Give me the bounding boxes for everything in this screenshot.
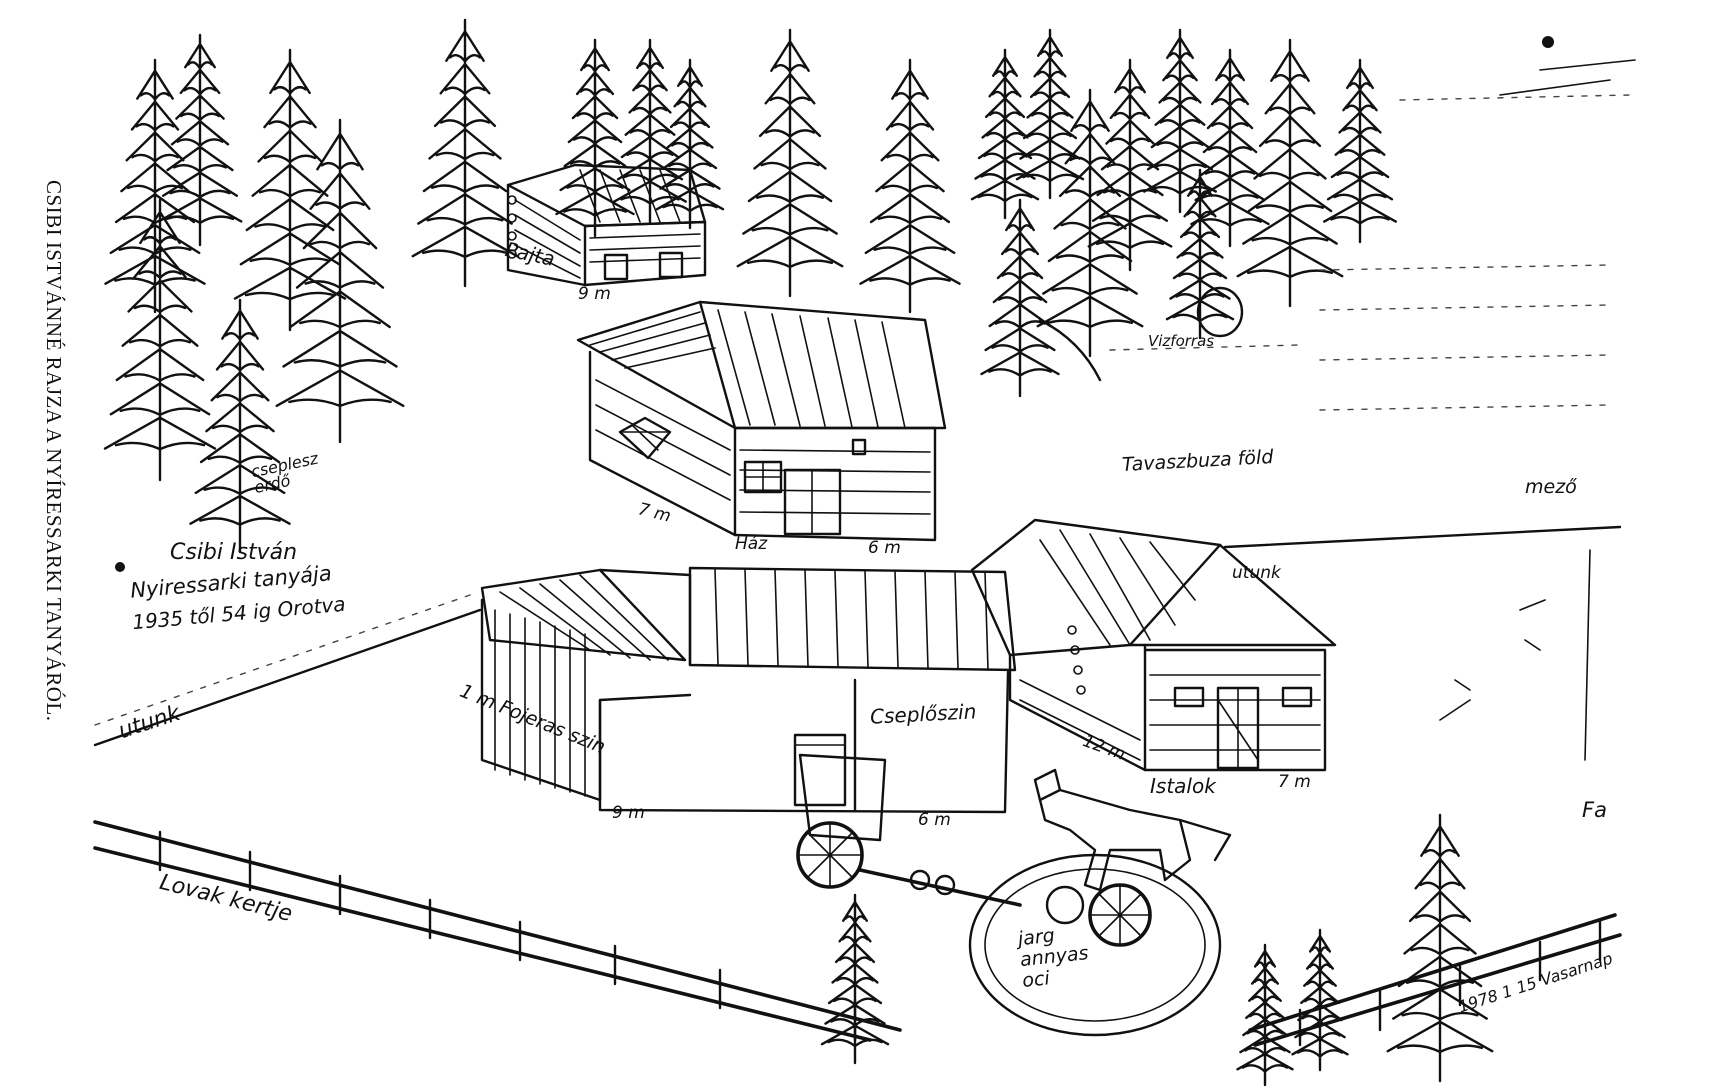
paths-fields bbox=[93, 36, 1636, 761]
label-vizforras: Vizforras bbox=[1148, 332, 1215, 350]
tree-2 bbox=[157, 33, 243, 247]
label-haz-dim-right: 6 m bbox=[868, 538, 901, 558]
label-istalo-dim-right: 7 m bbox=[1278, 772, 1311, 792]
tree-24 bbox=[820, 893, 890, 1065]
tree-5 bbox=[103, 198, 217, 482]
tree-8 bbox=[555, 38, 635, 238]
tree-22 bbox=[1165, 168, 1235, 340]
label-csibi-istvan: Csibi István bbox=[170, 540, 298, 565]
side-caption: CSIBI ISTVÁNNÉ RAJZA A NYÍRESSARKI TANYÁ… bbox=[42, 180, 66, 722]
label-istalok: Istalok bbox=[1150, 774, 1216, 798]
tree-14 bbox=[1015, 28, 1085, 200]
tree-20 bbox=[1323, 58, 1397, 244]
haz-building bbox=[576, 300, 947, 542]
label-haz: Ház bbox=[735, 534, 768, 554]
tree-26 bbox=[1291, 928, 1349, 1072]
tree-11 bbox=[736, 28, 844, 298]
tree-19 bbox=[1236, 38, 1344, 308]
label-fa: Fa bbox=[1582, 798, 1607, 822]
fences bbox=[93, 820, 1622, 1047]
szin-buildings bbox=[480, 566, 1017, 814]
tree-10 bbox=[655, 58, 725, 230]
label-fojeras-dim: 9 m bbox=[612, 803, 645, 823]
label-jarg-annyas-oci: jarg annyas oci bbox=[1016, 924, 1090, 992]
tree-25 bbox=[1236, 943, 1294, 1087]
tree-15 bbox=[1036, 88, 1144, 358]
tree-13 bbox=[970, 48, 1040, 220]
forest-trees bbox=[103, 18, 1494, 1087]
tree-6 bbox=[189, 298, 291, 554]
label-utunk-right: utunk bbox=[1232, 563, 1281, 583]
tree-18 bbox=[1190, 48, 1270, 248]
label-csepleszin: Cseplőszin bbox=[869, 699, 977, 729]
pajta-building bbox=[506, 163, 707, 287]
tree-21 bbox=[980, 198, 1060, 398]
tree-4 bbox=[275, 118, 405, 444]
tree-7 bbox=[411, 18, 519, 288]
tree-12 bbox=[859, 58, 961, 314]
tree-3 bbox=[233, 48, 347, 332]
tree-23 bbox=[1386, 813, 1494, 1083]
tree-16 bbox=[1087, 58, 1173, 272]
label-pajta-dim: 9 m bbox=[578, 284, 611, 304]
horse-cart-threshing bbox=[796, 753, 1232, 1037]
label-csepleszin-dim: 6 m bbox=[918, 810, 951, 830]
tree-17 bbox=[1143, 28, 1217, 214]
label-mezo: mező bbox=[1525, 476, 1577, 498]
istalo-building bbox=[970, 518, 1337, 772]
